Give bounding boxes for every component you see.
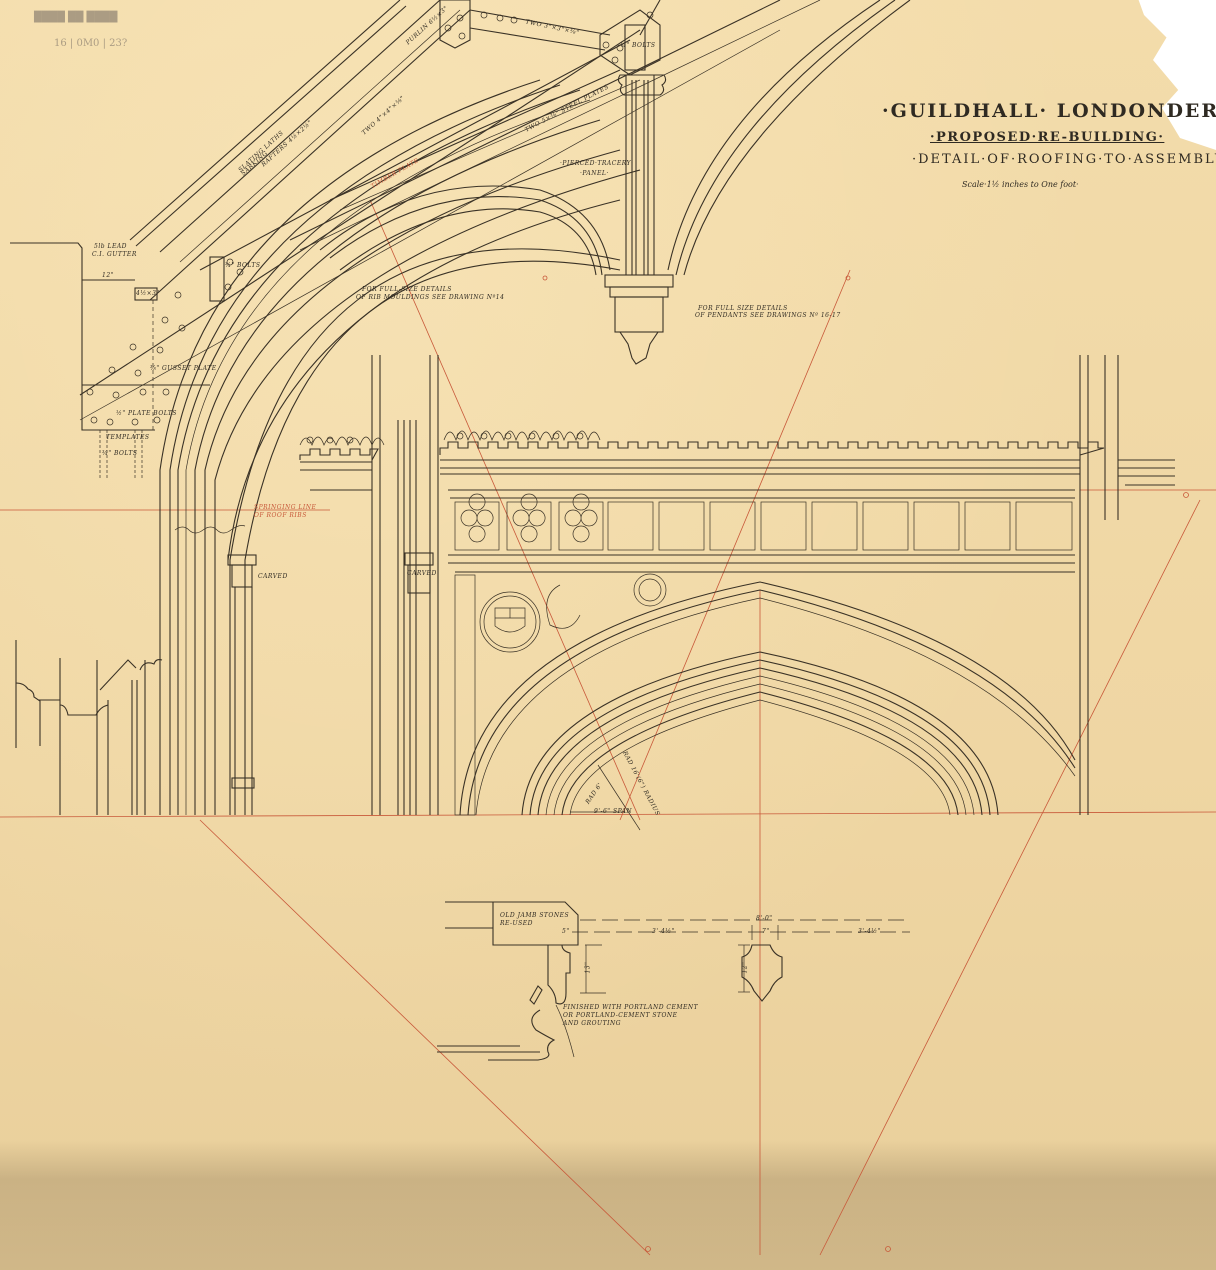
finished-note-1: FINISHED WITH PORTLAND CEMENT: [563, 1004, 699, 1011]
bolts-top-label: ¾" BOLTS: [620, 42, 656, 49]
finished-note-3: AND GROUTING: [563, 1020, 622, 1027]
title-line-2: ·PROPOSED·RE-BUILDING·: [930, 130, 1165, 145]
rib-profile: [174, 525, 246, 534]
rib-mouldings-note-1: FOR FULL-SIZE DETAILS: [362, 286, 452, 293]
gusset-plate-label: ⅜" GUSSET PLATE: [150, 365, 217, 372]
pencil-note-2: 16 | 0M0 | 23?: [54, 38, 128, 49]
title-line-3: ·DETAIL·OF·ROOFING·TO·ASSEMBLY·HALL·: [912, 152, 1216, 167]
pierced-tracery-label-2: ·PANEL·: [580, 170, 609, 177]
carved-label-2: CARVED: [407, 570, 437, 577]
rib-mouldings-note-2: OF RIB MOULDINGS SEE DRAWING Nº14: [356, 294, 505, 301]
scale-note: Scale·1½ inches to One foot·: [962, 180, 1079, 189]
quatrefoil-panels: [454, 493, 604, 551]
pendants-note-2: OF PENDANTS SEE DRAWINGS Nº 16-17: [695, 312, 841, 319]
bolts-label-1: ¾" BOLTS: [225, 262, 261, 269]
gutter-label: C.I. GUTTER: [92, 251, 137, 258]
spandrel-tracery: [454, 573, 667, 816]
cresting-ornament: [299, 430, 601, 446]
springing-line-label: SPRINGING LINE: [254, 504, 317, 511]
pendants-note-1: FOR FULL SIZE DETAILS: [698, 305, 788, 312]
steel-truss: [439, 0, 661, 76]
plain-panels: [607, 501, 1073, 551]
title-line-1: ·GUILDHALL· LONDONDERRY·: [882, 100, 1216, 122]
outer-arch: [459, 581, 1076, 816]
dim-3-4half-left: 3'-4½": [652, 928, 675, 935]
central-pendant: [604, 74, 674, 365]
finished-note-2: OR PORTLAND-CEMENT STONE: [563, 1012, 678, 1019]
roof-ribs: [159, 0, 911, 815]
dim-13in: 13": [584, 961, 592, 974]
inner-arch: [521, 651, 999, 816]
springing-line-label-2: OF ROOF RIBS: [254, 512, 307, 519]
screen-elevation: [299, 355, 1175, 831]
plate-bolts-label: ½" PLATE BOLTS: [116, 410, 177, 417]
bolts-label-2: ¾" BOLTS: [102, 450, 138, 457]
water-stain: [0, 1140, 1216, 1270]
old-jamb-label-1: OLD JAMB STONES: [500, 912, 570, 919]
pierced-tracery-label: ·PIERCED·TRACERY·: [560, 160, 634, 167]
dim-8-0: 8'-0": [756, 915, 773, 922]
dim-7in: 7": [762, 928, 770, 935]
construction-lines: [0, 199, 1216, 1256]
old-jamb-label-2: RE-USED: [500, 920, 533, 927]
dim-12in: 12": [741, 961, 749, 974]
section-detail: [437, 901, 910, 1061]
dim-5in: 5": [562, 928, 570, 935]
templates-label: TEMPLATES: [106, 434, 150, 441]
dim-3-4half-right: 3'-4½": [858, 928, 881, 935]
arch-span-label: 9'-6" SPAN: [594, 808, 633, 815]
gutter-bracket: [10, 242, 244, 480]
gutter-width-dim: 12": [102, 272, 114, 279]
lead-label: 5lb LEAD: [94, 243, 127, 250]
angle-block-label: 4½×3": [136, 290, 160, 297]
carved-label: CARVED: [258, 573, 288, 580]
left-mouldings: [15, 554, 257, 815]
pencil-note-1: ████ ██ ████: [34, 12, 118, 23]
